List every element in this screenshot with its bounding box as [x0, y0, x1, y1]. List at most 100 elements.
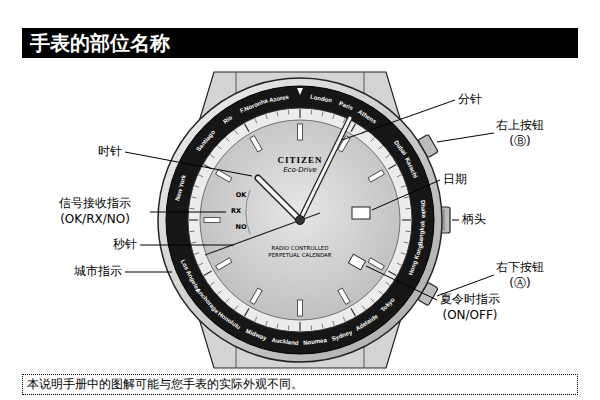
part-label: (ON/OFF) [442, 309, 497, 323]
hour-marker [204, 218, 220, 223]
signal-fan [246, 190, 250, 234]
minute-tick [210, 282, 214, 285]
minute-tick [397, 175, 402, 177]
minute-tick [311, 325, 313, 330]
part-label: 信号接收指示 [59, 197, 131, 211]
city-name: New York [174, 174, 188, 202]
hour-marker [298, 300, 303, 316]
date-window [352, 207, 370, 219]
city-name: Los Angeles [179, 258, 201, 293]
city-name: Tokyo [380, 297, 397, 314]
minute-tick [379, 291, 383, 294]
part-label: 柄头 [462, 213, 486, 227]
city-name: F.Noronha [239, 97, 269, 114]
minute-tick [199, 263, 204, 265]
minute-tick [204, 271, 212, 276]
minute-tick [405, 208, 410, 210]
hour-marker [250, 136, 262, 152]
city-name: Paris [338, 100, 354, 112]
city-name: Auckland [271, 337, 299, 347]
city-name: Hong Kong [408, 244, 425, 277]
brand-name: CITIZEN [277, 155, 322, 165]
minute-tick [311, 110, 313, 115]
minute-tick [343, 317, 345, 322]
caption-box: 本说明手册中的图解可能与您手表的实际外观不同。 [22, 374, 578, 395]
minute-tick [189, 219, 198, 220]
minute-tick [371, 138, 374, 142]
part-label: (OK/RX/NO) [60, 213, 130, 227]
minute-tick [379, 146, 383, 149]
city-name: Santiago [195, 129, 217, 153]
city-bezel [166, 86, 434, 354]
part-label: 右下按钮 [496, 261, 544, 275]
minute-tick [351, 308, 356, 316]
minute-tick [210, 155, 214, 158]
minute-tick [405, 231, 410, 233]
minute-tick [351, 124, 356, 132]
minute-tick [194, 186, 199, 188]
city-name: Karachi [404, 157, 420, 180]
minute-tick [235, 130, 238, 134]
minute-tick [266, 114, 268, 119]
hour-marker [338, 288, 350, 304]
minute-tick [333, 114, 335, 119]
caption-text: 本说明手册中的图解可能与您手表的实际外观不同。 [23, 375, 577, 394]
city-name: Honolulu [217, 310, 242, 331]
minute-tick [299, 322, 300, 331]
part-label: 分针 [458, 93, 482, 107]
minute-tick [226, 138, 229, 142]
minute-tick [266, 321, 268, 326]
minute-tick [322, 111, 323, 116]
minute-tick [277, 324, 278, 329]
signal-indicator: NO [236, 224, 247, 231]
minute-tick [388, 165, 396, 170]
minute-tick [255, 317, 257, 322]
title-text: 手表的部位名称 [22, 28, 578, 58]
minute-tick [386, 155, 390, 158]
minute-tick [362, 306, 365, 310]
minute-tick [235, 306, 238, 310]
part-label: 秒针 [113, 238, 137, 252]
city-name: Sydney [331, 329, 353, 343]
minute-tick [191, 197, 196, 198]
minute-tick [402, 219, 411, 220]
minute-tick [401, 186, 406, 188]
minute-tick [388, 271, 396, 276]
minute-tick [194, 253, 199, 255]
minute-tick [401, 253, 406, 255]
hour-hand [258, 178, 300, 220]
city-name: Dubai [392, 139, 407, 157]
minute-tick [199, 175, 204, 177]
minute-tick [371, 299, 374, 303]
leader-lines [125, 100, 494, 300]
city-name: Noumea [303, 337, 327, 347]
city-name: Rio [222, 115, 234, 126]
button-symbol: (Ⓑ) [509, 135, 530, 149]
hour-marker [298, 124, 303, 140]
minute-tick [218, 146, 222, 149]
part-label: 右上按钮 [496, 119, 544, 133]
minute-tick [299, 109, 300, 118]
chapter-ring [188, 108, 412, 332]
minute-tick [277, 111, 278, 116]
city-name: Bangkok [418, 220, 428, 246]
dial-text: RADIO CONTROLLED [272, 245, 329, 251]
signal-indicator: OK [236, 192, 247, 199]
city-name: Azores [268, 94, 289, 104]
hour-marker [216, 258, 232, 270]
part-label: 时针 [98, 145, 122, 159]
brand-line: Eco-Drive [283, 166, 317, 174]
minute-tick [404, 197, 409, 198]
dial-text: PERPETUAL CALENDAR [268, 252, 331, 258]
part-label: 日期 [443, 173, 467, 187]
watch-case [158, 78, 442, 362]
minute-ticks [189, 109, 411, 331]
part-label: 城市指示 [74, 265, 122, 279]
signal-indicator: RX [231, 208, 241, 215]
minute-tick [288, 110, 290, 115]
center-cap [296, 216, 305, 225]
part-label: 夏令时指示 [440, 293, 500, 307]
minute-tick [191, 242, 196, 243]
minute-tick [255, 119, 257, 124]
